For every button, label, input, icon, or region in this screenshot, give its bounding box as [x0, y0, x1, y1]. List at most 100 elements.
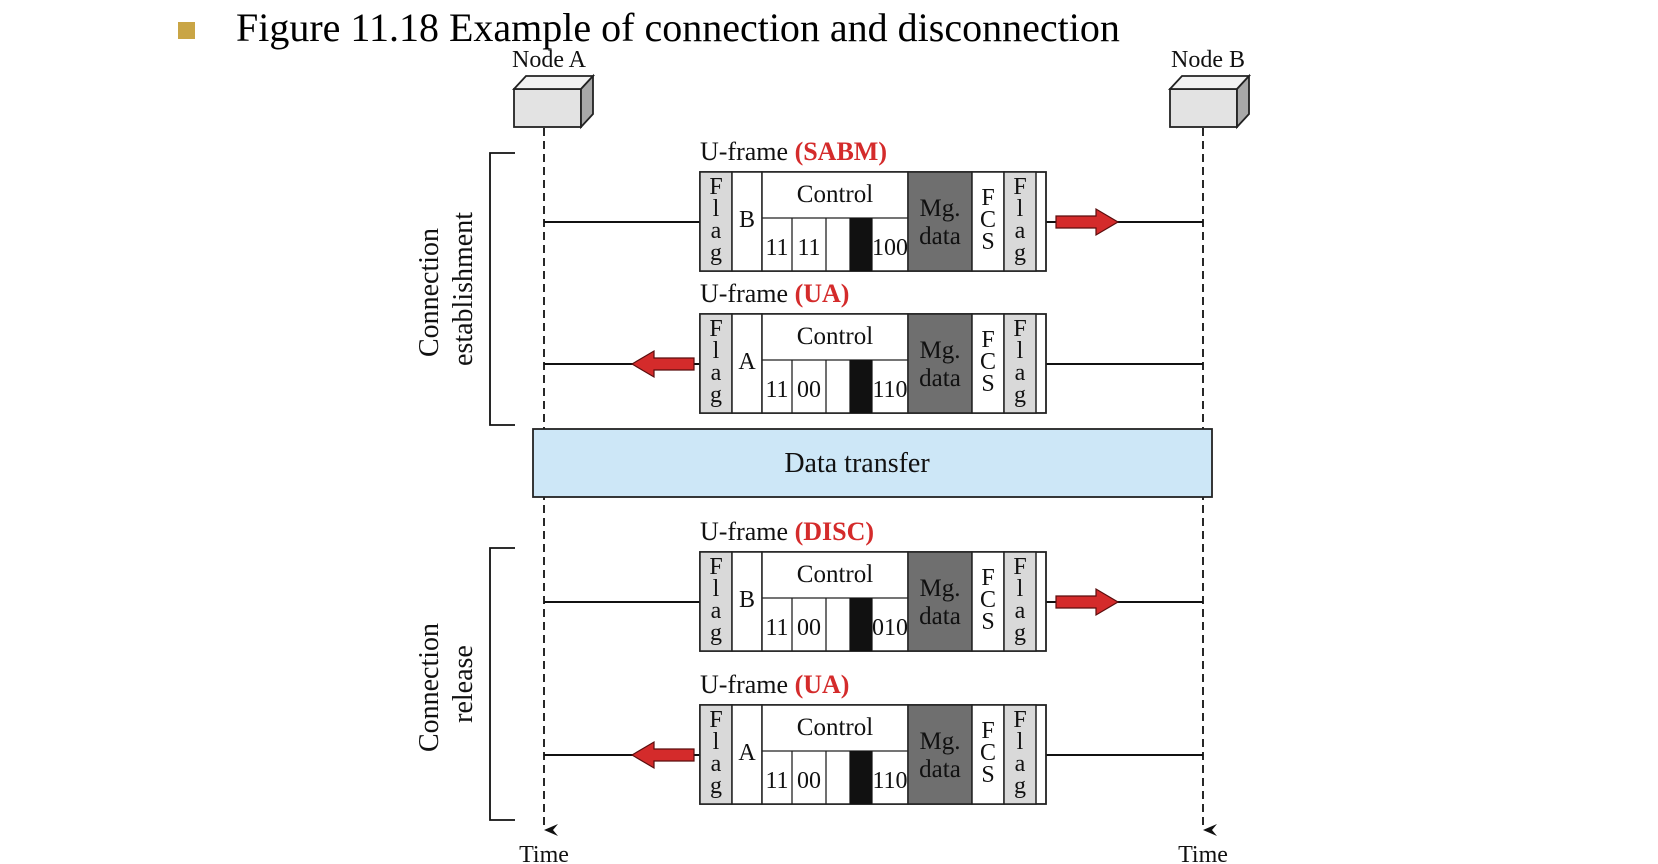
- control-bits-1: 11: [765, 377, 788, 403]
- flag-letter: F: [1013, 707, 1026, 733]
- control-field: [761, 551, 909, 652]
- direction-arrow: [1055, 587, 1120, 617]
- control-field: [761, 704, 909, 805]
- flag-letter: a: [1015, 218, 1026, 244]
- fcs-letter: S: [981, 371, 994, 397]
- flag-letter: F: [709, 174, 722, 200]
- flag-letter: a: [1015, 360, 1026, 386]
- flag-letter: F: [1013, 316, 1026, 342]
- flag-letter: g: [1014, 773, 1026, 799]
- fcs-letter: C: [980, 587, 996, 613]
- flag-letter: F: [1013, 554, 1026, 580]
- direction-arrow: [1055, 207, 1120, 237]
- direction-arrow: [630, 349, 695, 379]
- flag-letter: l: [713, 338, 720, 364]
- mgdata-field: [907, 704, 973, 805]
- frame-type: (SABM): [795, 137, 887, 166]
- control-bits-2: 00: [797, 768, 821, 794]
- address-value: A: [738, 349, 756, 375]
- address-field: [731, 171, 763, 272]
- flag-letter: g: [710, 620, 722, 646]
- flag-letter: g: [710, 773, 722, 799]
- frame-caption: U-frame (DISC): [700, 517, 874, 546]
- flag-letter: F: [709, 316, 722, 342]
- data-transfer-label: Data transfer: [784, 448, 930, 479]
- flag-field-right: [1003, 313, 1037, 414]
- direction-arrow: [630, 740, 695, 770]
- control-label: Control: [797, 323, 873, 350]
- control-label: Control: [797, 181, 873, 208]
- frame-type: (UA): [795, 670, 850, 699]
- flag-field-left: [699, 704, 733, 805]
- frame-prefix: U-frame: [700, 670, 795, 699]
- control-bits-3: 010: [872, 615, 908, 641]
- flag-letter: a: [1015, 598, 1026, 624]
- frame-prefix: U-frame: [700, 137, 795, 166]
- frame-type: (UA): [795, 279, 850, 308]
- mgdata-label: data: [919, 756, 961, 783]
- control-label: Control: [797, 714, 873, 741]
- flag-letter: g: [1014, 620, 1026, 646]
- fcs-letter: S: [981, 229, 994, 255]
- flag-field-right: [1003, 551, 1037, 652]
- flag-field-right: [1003, 171, 1037, 272]
- fcs-letter: C: [980, 207, 996, 233]
- flag-letter: l: [1017, 196, 1024, 222]
- flag-letter: a: [711, 598, 722, 624]
- node-b-label: Node B: [1171, 47, 1245, 73]
- flag-letter: g: [1014, 240, 1026, 266]
- address-value: B: [739, 587, 755, 613]
- control-bits-1: 11: [765, 768, 788, 794]
- mgdata-field: [907, 171, 973, 272]
- control-bits-3: 110: [872, 377, 907, 403]
- mgdata-label: data: [919, 603, 961, 630]
- mgdata-label: Mg.: [920, 728, 961, 755]
- node-a-box: [511, 73, 596, 130]
- fcs-field: [971, 551, 1005, 652]
- control-bits-1: 11: [765, 235, 788, 261]
- pf-bit: [850, 598, 872, 651]
- control-label: Control: [797, 561, 873, 588]
- flag-field-left: [699, 551, 733, 652]
- address-value: A: [738, 740, 756, 766]
- pf-bit: [850, 218, 872, 271]
- title-bullet: [178, 22, 195, 39]
- address-field: [731, 313, 763, 414]
- control-bits-3: 110: [872, 768, 907, 794]
- flag-letter: a: [711, 218, 722, 244]
- fcs-letter: F: [981, 327, 994, 353]
- fcs-letter: C: [980, 740, 996, 766]
- frame-caption: U-frame (UA): [700, 670, 849, 699]
- fcs-field: [971, 704, 1005, 805]
- mgdata-label: Mg.: [920, 337, 961, 364]
- release-bracket: [489, 547, 515, 821]
- fcs-letter: F: [981, 185, 994, 211]
- frame-caption: U-frame (SABM): [700, 137, 887, 166]
- flag-letter: a: [1015, 751, 1026, 777]
- control-bits-3: 100: [872, 235, 908, 261]
- mgdata-label: Mg.: [920, 575, 961, 602]
- mgdata-label: Mg.: [920, 195, 961, 222]
- pf-bit: [850, 751, 872, 804]
- address-value: B: [739, 207, 755, 233]
- flag-letter: g: [1014, 382, 1026, 408]
- flag-letter: l: [713, 196, 720, 222]
- fcs-letter: C: [980, 349, 996, 375]
- fcs-letter: F: [981, 565, 994, 591]
- mgdata-label: data: [919, 223, 961, 250]
- flag-letter: l: [1017, 576, 1024, 602]
- flag-letter: l: [1017, 729, 1024, 755]
- flag-letter: g: [710, 240, 722, 266]
- fcs-field: [971, 171, 1005, 272]
- figure-title: Figure 11.18 Example of connection and d…: [236, 5, 1120, 50]
- fcs-letter: S: [981, 762, 994, 788]
- fcs-letter: S: [981, 609, 994, 635]
- control-bits-2: 11: [797, 235, 820, 261]
- frame-prefix: U-frame: [700, 517, 795, 546]
- flag-letter: F: [709, 554, 722, 580]
- flag-letter: l: [1017, 338, 1024, 364]
